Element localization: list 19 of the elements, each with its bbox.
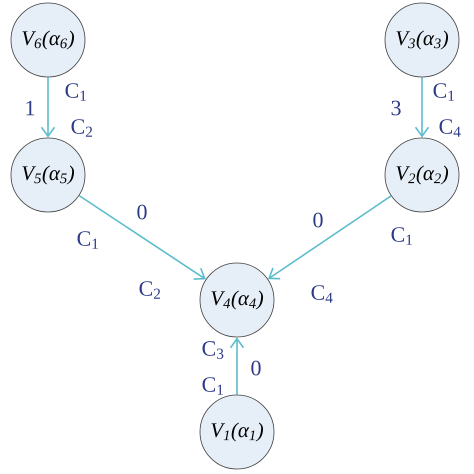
port-label: C$_{1}$	[78, 231, 98, 249]
arrow	[78, 194, 206, 280]
edge-label: 3	[392, 100, 401, 116]
port-label: C$_{1}$	[434, 83, 454, 101]
port-label: C$_{1}$	[66, 83, 86, 101]
arrow	[40, 77, 56, 138]
port-label: C$_{2}$	[140, 281, 160, 299]
edge-label: 1	[26, 100, 34, 116]
edge-label: 0	[313, 212, 323, 228]
port-label: C$_{2}$	[72, 119, 92, 137]
arrow	[268, 195, 392, 280]
port-label: C$_{3}$	[202, 341, 224, 359]
port-label: C$_{4}$	[440, 119, 461, 137]
port-label: C$_{4}$	[312, 285, 333, 303]
edge-label: 0	[137, 204, 147, 220]
port-label: C$_{1}$	[202, 377, 223, 395]
arrow	[230, 337, 244, 395]
arrow	[414, 77, 430, 138]
edge-label: 0	[251, 360, 261, 376]
